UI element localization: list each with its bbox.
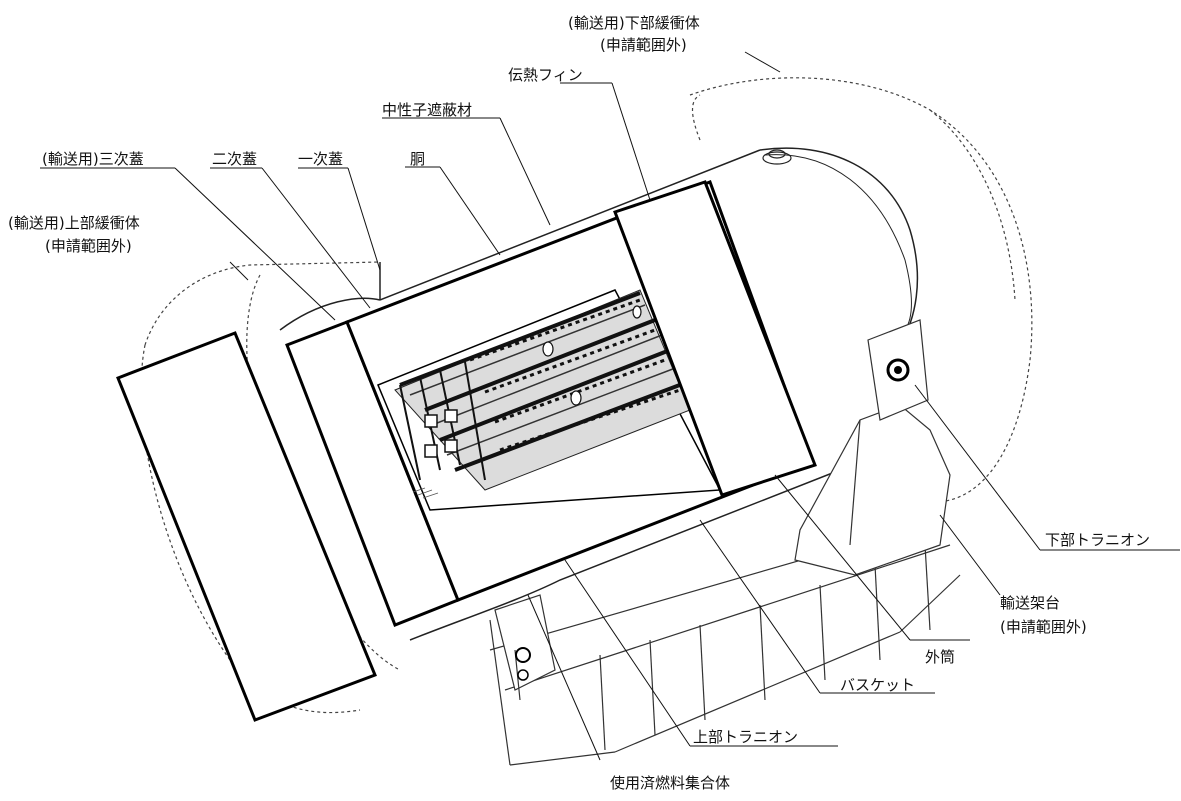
label-upper-shock-absorber: (輸送用)上部緩衝体 bbox=[8, 214, 140, 232]
label-heat-transfer-fin: 伝熱フィン bbox=[508, 66, 583, 84]
label-secondary-lid: 二次蓋 bbox=[212, 150, 257, 168]
label-outer-shell: 外筒 bbox=[925, 648, 955, 666]
label-lower-shock-absorber: (輸送用)下部緩衝体 bbox=[568, 14, 700, 32]
outer-shell-panel bbox=[613, 180, 817, 497]
label-primary-lid: 一次蓋 bbox=[298, 150, 343, 168]
leader-lines bbox=[40, 51, 1180, 761]
label-body: 胴 bbox=[410, 150, 425, 168]
lower-shock-absorber bbox=[689, 77, 1033, 506]
label-tertiary-lid: (輸送用)三次蓋 bbox=[42, 150, 144, 168]
label-basket: バスケット bbox=[840, 676, 915, 694]
lower-trunnion-detail bbox=[886, 358, 910, 382]
label-transport-frame-note: (申請範囲外) bbox=[1000, 618, 1087, 636]
tertiary-lid-panel bbox=[116, 331, 377, 722]
label-spent-fuel-assembly: 使用済燃料集合体 bbox=[610, 774, 730, 792]
label-upper-shock-absorber-note: (申請範囲外) bbox=[45, 237, 132, 255]
label-upper-trunnion: 上部トラニオン bbox=[693, 728, 798, 746]
label-lower-trunnion: 下部トラニオン bbox=[1045, 531, 1150, 549]
label-transport-frame: 輸送架台 bbox=[1000, 594, 1060, 612]
label-lower-shock-absorber-note: (申請範囲外) bbox=[600, 36, 687, 54]
upper-trunnion-detail bbox=[515, 647, 531, 681]
label-neutron-shield: 中性子遮蔽材 bbox=[382, 101, 472, 119]
cask-body bbox=[279, 147, 919, 641]
basket bbox=[394, 289, 691, 499]
transport-frame bbox=[489, 319, 961, 766]
labels: (輸送用)下部緩衝体 (申請範囲外) 伝熱フィン 中性子遮蔽材 胴 (輸送用)三… bbox=[8, 14, 1150, 792]
